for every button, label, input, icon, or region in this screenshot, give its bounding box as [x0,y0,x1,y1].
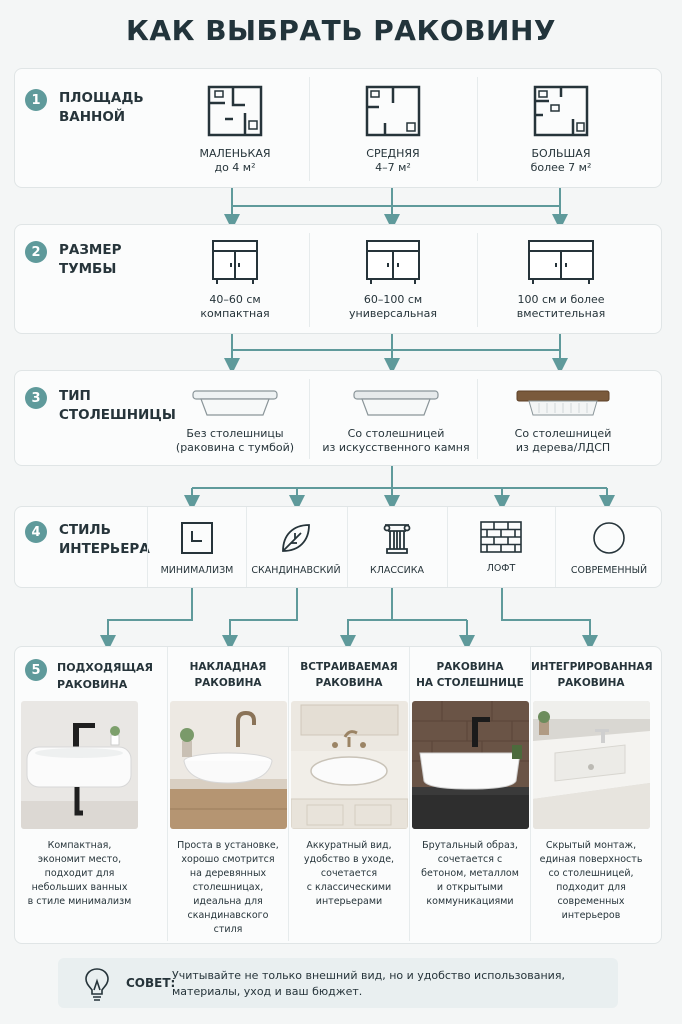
step-number: 2 [25,241,47,263]
large-cabinet-icon [528,240,594,284]
option-no-countertop[interactable]: Без столешницы (раковина с тумбой) [163,389,307,455]
style-loft[interactable]: ЛОФТ [447,507,556,587]
tip-box: СОВЕТ: Учитывайте не только внешний вид,… [58,958,618,1008]
option-subtitle: 4–7 м² [375,161,411,174]
option-title: Со столешницей [514,427,612,440]
option-title: Со столешницей [347,427,445,440]
option-title: БОЛЬШАЯ [531,147,591,160]
option-large-bath[interactable]: БОЛЬШАЯ более 7 м² [501,83,621,175]
brick-icon [480,521,522,553]
stone-countertop-icon [353,390,439,416]
option-subtitle: (раковина с тумбой) [175,441,295,454]
step-number: 4 [25,521,47,543]
wood-countertop-icon [516,390,610,416]
option-title: МАЛЕНЬКАЯ [199,147,271,160]
small-floorplan-icon [207,85,263,137]
option-title: СРЕДНЯЯ [366,147,420,160]
vessel-sink-photo [169,701,287,829]
circle-icon [593,522,625,554]
style-minimalism[interactable]: МИНИМАЛИЗМ [147,507,247,587]
option-subtitle: универсальная [349,307,437,320]
style-label: СКАНДИНАВСКИЙ [251,565,341,576]
style-label: МИНИМАЛИЗМ [160,565,234,576]
option-subtitle: вместительная [516,307,606,320]
style-label: КЛАССИКА [369,565,424,576]
option-subtitle: из дерева/ЛДСП [515,441,611,454]
page-title: КАК ВЫБРАТЬ РАКОВИНУ [126,14,556,47]
leaf-icon [282,524,310,552]
option-subtitle: компактная [200,307,270,320]
column-icon [383,524,411,554]
step-number: 1 [25,89,47,111]
option-compact-cabinet[interactable]: 40–60 см компактная [175,239,295,321]
compact-cabinet-icon [212,240,258,284]
option-subtitle: из искусственного камня [322,441,470,454]
option-subtitle: до 4 м² [214,161,256,174]
step-number: 3 [25,387,47,409]
tip-label: СОВЕТ: [126,976,176,990]
option-title: 40–60 см [209,293,261,306]
style-modern[interactable]: СОВРЕМЕННЫЙ [555,507,663,587]
medium-floorplan-icon [365,85,421,137]
option-stone-countertop[interactable]: Со столешницей из искусственного камня [321,389,471,455]
option-large-cabinet[interactable]: 100 см и более вместительная [501,239,621,321]
style-label: СОВРЕМЕННЫЙ [570,565,648,576]
lightbulb-icon [85,968,109,1001]
option-wood-countertop[interactable]: Со столешницей из дерева/ЛДСП [491,389,635,455]
option-small-bath[interactable]: МАЛЕНЬКАЯ до 4 м² [175,83,295,175]
option-subtitle: более 7 м² [530,161,592,174]
large-floorplan-icon [533,85,589,137]
option-title: 100 см и более [517,293,605,306]
option-universal-cabinet[interactable]: 60–100 см универсальная [333,239,453,321]
option-title: Без столешницы [186,427,284,440]
step-number: 5 [25,659,47,681]
option-medium-bath[interactable]: СРЕДНЯЯ 4–7 м² [333,83,453,175]
countertop-sink-photo [411,701,529,829]
sink-description: Аккуратный вид,удобство в уходе,сочетает… [303,840,395,907]
universal-cabinet-icon [366,240,420,284]
no-countertop-icon [192,390,278,416]
tip-text: Учитывайте не только внешний вид, но и у… [172,969,565,998]
style-label: ЛОФТ [486,563,516,574]
option-title: 60–100 см [363,293,423,306]
wall-hung-sink-photo [21,701,138,829]
undermount-sink-photo [290,701,408,829]
integrated-sink-photo [532,701,650,829]
minimalism-icon [181,522,213,554]
style-scandinavian[interactable]: СКАНДИНАВСКИЙ [245,507,348,587]
style-classic[interactable]: КЛАССИКА [347,507,448,587]
